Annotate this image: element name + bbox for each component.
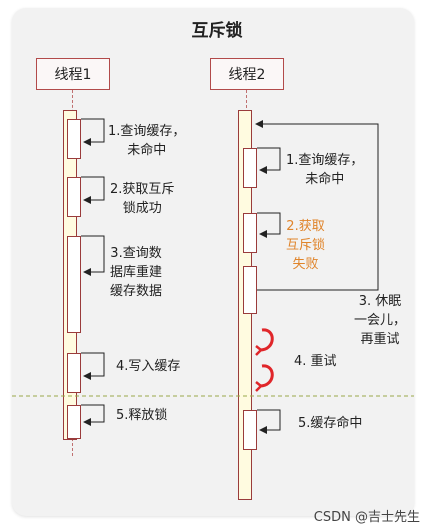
t1-step1-box	[67, 119, 81, 159]
t1-step5-label: 5.释放锁	[116, 408, 168, 423]
t1-step4-box	[67, 353, 81, 393]
t2-step1-label: 1.查询缓存， 未命中	[286, 153, 364, 187]
t1-step2-box	[67, 177, 81, 217]
t2-loop-2	[257, 212, 281, 238]
t1-loop-4	[81, 352, 105, 380]
t2-retry-loop	[255, 120, 379, 291]
t1-step2-label: 2.获取互斥 锁成功	[110, 182, 175, 216]
t1-step3-label: 3.查询数 据库重建 缓存数据	[110, 246, 163, 299]
thread1-label: 线程1	[54, 67, 92, 83]
t2-step2-label: 2.获取 互斥锁 失败	[286, 219, 326, 272]
t1-loop-3	[81, 235, 105, 276]
watermark-text: CSDN @吉士先生	[313, 510, 420, 525]
thread1-header: 线程1	[36, 58, 110, 90]
t2-step2-box	[243, 213, 257, 253]
t2-step3-label: 3. 休眠 一会儿， 再重试	[354, 294, 407, 347]
diagram-title: 互斥锁	[191, 21, 243, 41]
t1-step3-box	[67, 236, 81, 333]
t2-step5-label: 5.缓存命中	[298, 416, 363, 431]
retry-loop-icon	[255, 328, 274, 356]
thread2-header: 线程2	[210, 58, 284, 90]
t1-step1-label: 1.查询缓存， 未命中	[108, 124, 186, 158]
t2-step1-box	[243, 148, 257, 188]
t2-step3-box	[243, 266, 257, 314]
t1-loop-2	[81, 176, 105, 204]
t1-loop-5	[81, 404, 105, 426]
retry-loop-icon	[255, 364, 274, 392]
t2-loop-1	[257, 147, 281, 174]
t1-step4-label: 4.写入缓存	[116, 359, 181, 374]
t1-loop-1	[81, 118, 105, 146]
thread2-label: 线程2	[228, 67, 266, 83]
t2-step4-label: 4. 重试	[294, 354, 337, 369]
t1-step5-box	[67, 405, 81, 439]
t2-loop-5	[257, 409, 281, 434]
t2-step5-box	[243, 410, 257, 450]
